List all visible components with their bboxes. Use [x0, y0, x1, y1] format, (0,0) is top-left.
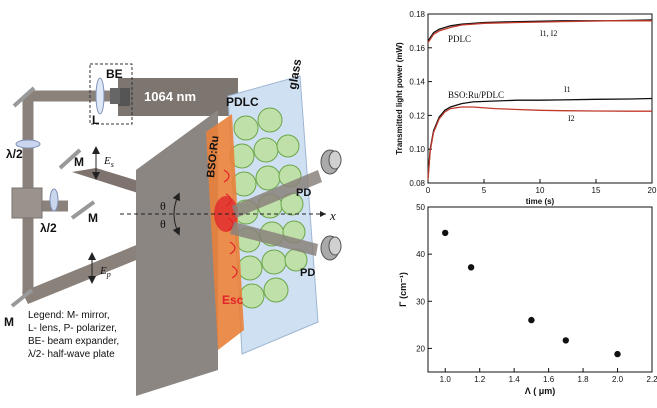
mirror-label-1: M — [74, 155, 84, 169]
es-label: Es — [103, 155, 114, 169]
x-tick-label: 15 — [592, 186, 601, 195]
y-tick-label: 40 — [416, 250, 425, 259]
annotation-i1: I1 — [564, 85, 571, 94]
laser-body — [118, 88, 130, 106]
bso-crystal — [206, 114, 244, 350]
half-wave-plate-lower — [49, 188, 59, 212]
x-tick-label: 5 — [482, 186, 487, 195]
x-tick-label: 1.0 — [440, 375, 452, 384]
x-tick-label: 1.2 — [474, 375, 486, 384]
x-axis-label: Λ ( μm) — [525, 386, 556, 396]
beam-expander-box — [89, 63, 133, 125]
beam-splitter — [11, 187, 43, 219]
x-tick-label: 10 — [536, 186, 545, 195]
annotation-pdlc: PDLC — [448, 34, 471, 44]
half-wave-label-upper: λ/2 — [6, 147, 23, 161]
mirror-label-3: M — [4, 315, 14, 329]
pd-label-lower: PD — [300, 267, 315, 279]
transmitted-beam-lower — [230, 222, 318, 256]
beam-expander-icon — [110, 88, 120, 104]
lens-icon — [95, 77, 105, 115]
data-point — [467, 264, 475, 271]
annotation-i2: I2 — [568, 114, 575, 123]
y-tick-label: 0.08 — [409, 179, 425, 188]
y-tick-label: 50 — [416, 203, 425, 212]
x-tick-label: 2.0 — [612, 375, 624, 384]
series-line — [427, 106, 652, 180]
pdlc-label: PDLC — [226, 95, 259, 109]
glass-label: glass — [285, 58, 304, 91]
mirror-upper — [58, 148, 82, 170]
data-point — [614, 350, 621, 358]
mirror-bottom — [10, 288, 34, 308]
series-line — [427, 97, 653, 178]
transmitted-beam-upper — [232, 170, 322, 218]
theta-label-upper: θ — [160, 199, 166, 213]
theta-label-lower: θ — [160, 217, 166, 231]
photodetector-lower — [320, 235, 342, 261]
y-axis-label: Transmitted light power (mW) — [395, 42, 404, 155]
y-tick-label: 0.18 — [409, 10, 425, 19]
data-point — [442, 229, 449, 237]
y-tick-label: 20 — [416, 344, 425, 353]
legend-line: Legend: M- mirror, — [28, 310, 110, 321]
y-axis-label: Γ (cm⁻¹) — [398, 272, 408, 307]
series-line — [427, 20, 652, 44]
y-tick-label: 0.14 — [409, 78, 425, 87]
legend-line: BE- beam expander, — [28, 336, 119, 347]
y-tick-label: 0.16 — [409, 44, 425, 53]
pd-label-upper: PD — [296, 187, 311, 199]
x-axis-label: x — [329, 208, 336, 223]
x-tick-label: 1.8 — [578, 375, 590, 384]
theta-arc — [172, 192, 181, 236]
plot-frame — [427, 206, 653, 373]
data-point — [562, 337, 569, 344]
beam-expander-label: BE — [106, 67, 123, 81]
gain-vs-period-chart: 1.0 1.2 1.4 1.6 1.8 2.0 2.2 20 30 40 50 Λ ( μm) Γ (c… — [398, 203, 657, 396]
laser-label: 1064 nm — [144, 89, 196, 104]
esc-label: Esc — [222, 293, 244, 307]
data-point — [528, 316, 535, 324]
beam-laser-out — [118, 78, 238, 116]
y-tick-label: 30 — [416, 297, 425, 306]
bso-label: BSO:Ru — [205, 135, 221, 178]
legend: Legend: M- mirror, L- lens, P- polarizer… — [28, 310, 119, 360]
optical-setup-diagram: 1064 nm BE L λ/2 λ/2 M M M PDLC glass BS… — [4, 58, 342, 396]
x-tick-label: 2.2 — [646, 375, 657, 384]
legend-line: L- lens, P- polarizer, — [28, 323, 117, 334]
legend-line: λ/2- half-wave plate — [28, 349, 115, 360]
transmitted-power-chart: 0 5 10 15 20 0.08 0.10 0.12 0.14 0.16 0.18 time (s)… — [395, 10, 657, 206]
ep-label: Ep — [99, 265, 111, 279]
half-wave-label-lower: λ/2 — [40, 221, 57, 235]
annotation-i1-i2: I1, I2 — [540, 29, 557, 38]
mirror-top-left — [12, 86, 36, 108]
x-axis-label: time (s) — [526, 197, 555, 206]
mirror-label-2: M — [88, 211, 98, 225]
mirror-middle — [70, 200, 96, 220]
photodetector-upper — [320, 149, 342, 175]
x-tick-label: 0 — [426, 186, 431, 195]
x-tick-label: 1.4 — [509, 375, 521, 384]
glass-plate-background — [136, 110, 218, 396]
lens-label: L — [92, 113, 99, 127]
y-tick-label: 0.12 — [409, 111, 425, 120]
y-tick-label: 0.10 — [409, 145, 425, 154]
annotation-bso-pdlc: BSO:Ru/PDLC — [448, 90, 504, 100]
half-wave-plate-upper — [15, 139, 41, 149]
x-tick-label: 20 — [648, 186, 657, 195]
x-tick-label: 1.6 — [543, 375, 555, 384]
